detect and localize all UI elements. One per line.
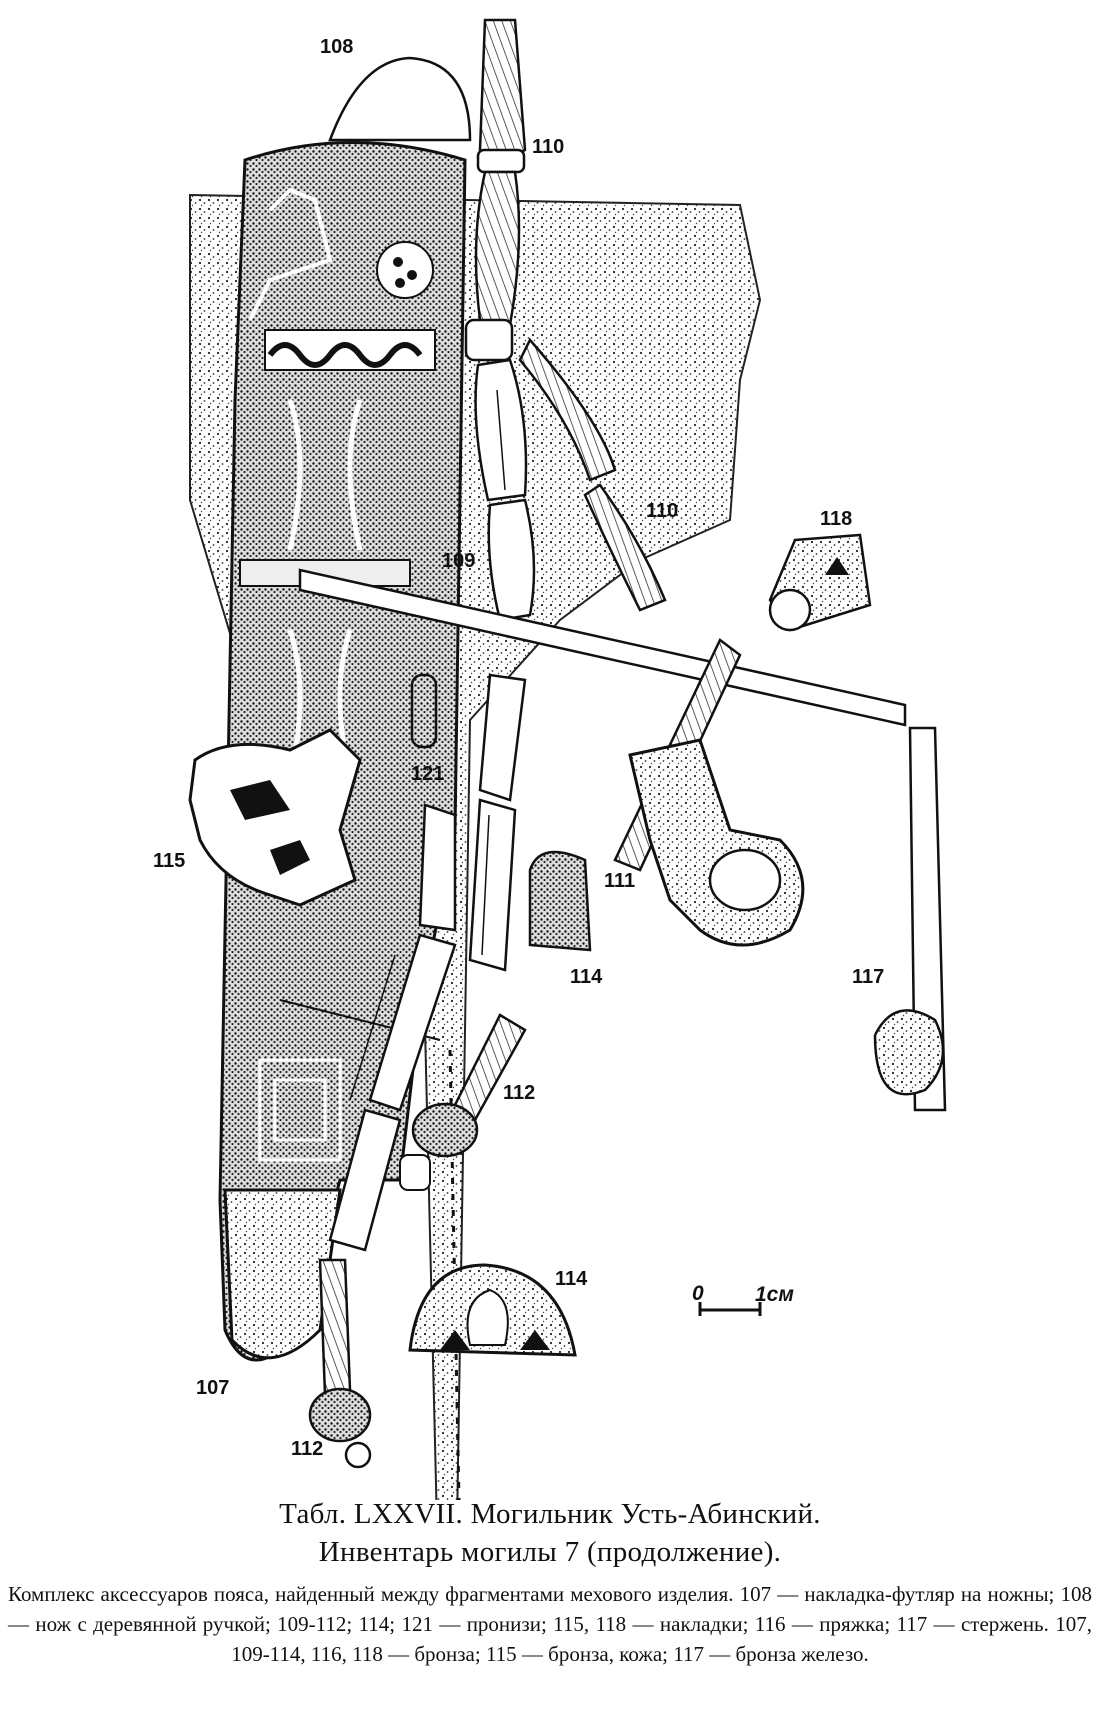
label-110-right: 110 [646,500,679,522]
scale-bar [698,1302,762,1316]
bead-112-lower [308,1258,372,1469]
plaque-115 [188,728,362,907]
caption: Табл. LXXVII. Могильник Усть-Абинский. И… [0,1495,1100,1669]
bell-114-lower [408,1263,577,1357]
plate-drawing: 108 110 110 118 109 121 115 111 114 117 … [153,18,947,1651]
label-115: 115 [153,850,186,872]
scale-unit: 1см [755,1283,794,1306]
bead-121 [410,673,438,749]
caption-title-line1: Табл. LXXVII. Могильник Усть-Абинский. [279,1498,821,1530]
caption-title-line2: Инвентарь могилы 7 (продолжение). [318,1536,782,1568]
label-111: 111 [604,870,636,892]
plaque-118 [768,533,872,632]
label-112-lower: 112 [291,1438,324,1460]
bead-chain-109 [328,358,536,1252]
caption-description: Комплекс аксессуаров пояса, найденный ме… [8,1582,1092,1666]
label-107: 107 [196,1377,230,1399]
artifact-illustration [188,18,947,1651]
scale-zero: 0 [692,1282,704,1305]
bead-chain-110-upper [464,18,527,362]
label-110-upper: 110 [532,136,565,158]
label-112-upper: 112 [503,1082,536,1104]
knife-handle-108 [328,56,472,142]
label-121: 121 [411,763,445,785]
label-118: 118 [820,508,853,530]
rod-117 [298,568,947,1112]
label-117: 117 [852,966,885,988]
label-109: 109 [442,550,476,572]
label-114-upper: 114 [570,966,603,988]
label-108: 108 [320,36,354,58]
label-114-lower: 114 [555,1268,588,1290]
bell-114-upper [528,850,592,952]
bead-chain-110-right [518,337,667,612]
buckle-111 [613,638,805,947]
bead-112-upper [399,1013,527,1191]
